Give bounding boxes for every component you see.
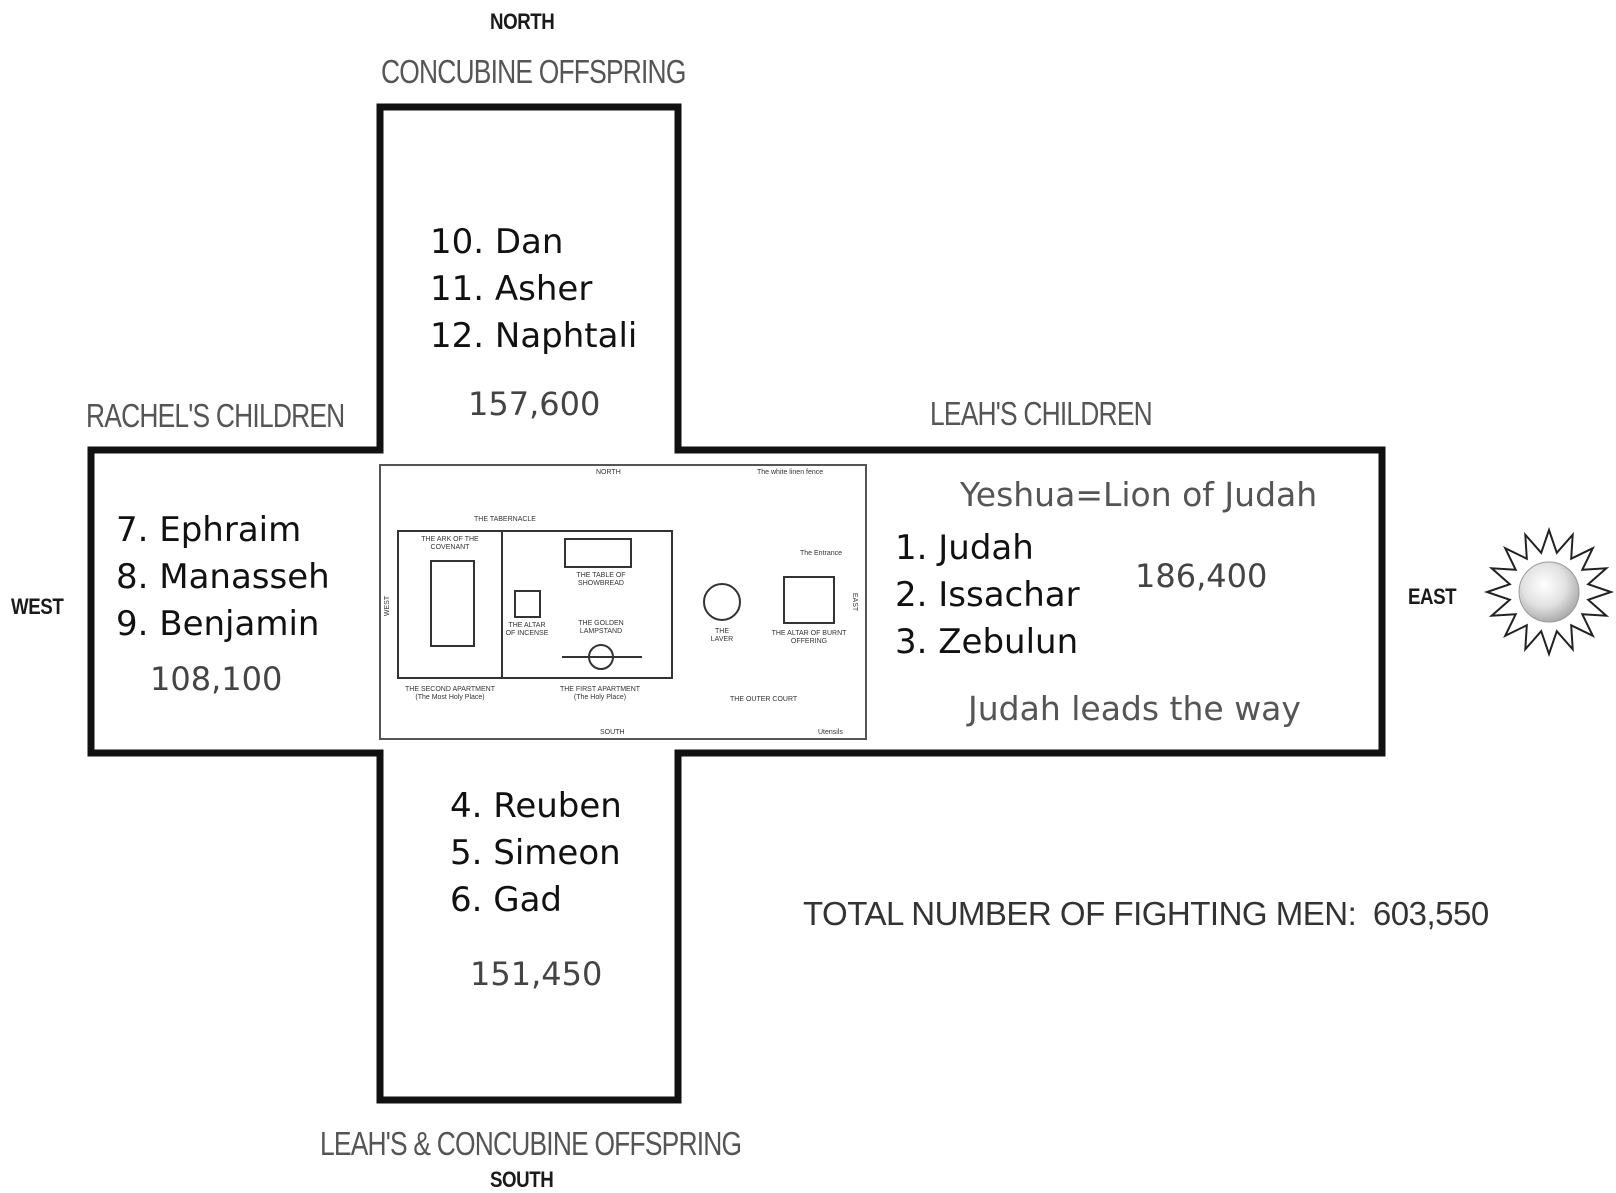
compass-north-label: NORTH [490,9,555,34]
north-group-heading: CONCUBINE OFFSPRING [381,53,686,90]
compass-east-label: EAST [1408,584,1457,609]
tabernacle-title: THE TABERNACLE [474,516,536,523]
tribe-asher: 11. Asher [430,269,593,309]
east-camp-count: 186,400 [1135,557,1268,595]
north-camp-count: 157,600 [468,385,601,423]
compass-west-label: WEST [11,594,64,619]
west-tribe-list: 7. Ephraim 8. Manasseh 9. Benjamin [116,507,330,648]
west-group-heading: RACHEL'S CHILDREN [86,397,345,434]
laver-label: THE LAVER [710,628,734,643]
total-label: TOTAL NUMBER OF FIGHTING MEN: [803,895,1357,932]
altar-of-incense-shape [514,590,541,618]
east-footer-note: Judah leads the way [968,689,1301,728]
sun-icon [1483,526,1615,658]
first-apartment-title: THE FIRST APARTMENT [559,686,641,693]
tabernacle-east-label: EAST [851,592,859,612]
tabernacle-south-label: SOUTH [600,729,625,736]
tribe-ephraim: 7. Ephraim [116,510,302,550]
tabernacle-bottom-right-label: Utensils [818,729,843,736]
tribe-issachar: 2. Issachar [895,575,1080,615]
compass-south-label: SOUTH [490,1167,554,1192]
tabernacle-plan [379,464,867,740]
altar-of-burnt-offering-shape [783,576,835,624]
laver-shape [703,583,741,621]
tribe-manasseh: 8. Manasseh [116,557,330,597]
east-tribe-list: 1. Judah 2. Issachar 3. Zebulun [895,525,1080,666]
first-apartment-subtitle: (The Holy Place) [573,694,627,701]
tribe-naphtali: 12. Naphtali [430,316,638,356]
tabernacle-north-label: NORTH [596,469,621,476]
first-apartment-label: THE FIRST APARTMENT (The Holy Place) [555,686,645,702]
second-apartment-subtitle: (The Most Holy Place) [415,694,485,701]
east-group-heading: LEAH'S CHILDREN [930,395,1153,432]
table-of-showbread-label: THE TABLE OF SHOWBREAD [576,572,626,587]
outer-court-label: THE OUTER COURT [730,696,798,703]
second-apartment-title: THE SECOND APARTMENT [405,686,495,693]
golden-lampstand-label: THE GOLDEN LAMPSTAND [578,620,624,635]
ark-of-covenant-shape [430,560,475,647]
tabernacle-entrance-label: The Entrance [800,550,843,557]
ark-label: THE ARK OF THE COVENANT [421,536,479,551]
west-camp-count: 108,100 [150,660,283,698]
south-tribe-list: 4. Reuben 5. Simeon 6. Gad [450,783,622,924]
tribe-gad: 6. Gad [450,880,563,920]
table-of-showbread-shape [564,538,632,568]
south-group-heading: LEAH'S & CONCUBINE OFFSPRING [320,1125,742,1162]
south-camp-count: 151,450 [470,955,603,993]
tribe-dan: 10. Dan [430,222,564,262]
east-heading-note: Yeshua=Lion of Judah [960,475,1318,514]
total-value: 603,550 [1372,895,1489,932]
north-tribe-list: 10. Dan 11. Asher 12. Naphtali [430,219,637,360]
tabernacle-west-label: WEST [384,595,392,617]
tribe-simeon: 5. Simeon [450,833,621,873]
tribe-zebulun: 3. Zebulun [895,622,1079,662]
tribe-judah: 1. Judah [895,528,1034,568]
altar-of-incense-label: THE ALTAR OF INCENSE [505,622,549,637]
golden-lampstand-shape [588,644,614,670]
tribe-benjamin: 9. Benjamin [116,604,320,644]
tribe-reuben: 4. Reuben [450,786,622,826]
tabernacle-top-right-label: The white linen fence [757,469,824,476]
second-apartment-label: THE SECOND APARTMENT (The Most Holy Plac… [402,686,498,702]
altar-of-burnt-offering-label: THE ALTAR OF BURNT OFFERING [771,630,847,645]
total-fighting-men: TOTAL NUMBER OF FIGHTING MEN: 603,550 [803,895,1489,933]
